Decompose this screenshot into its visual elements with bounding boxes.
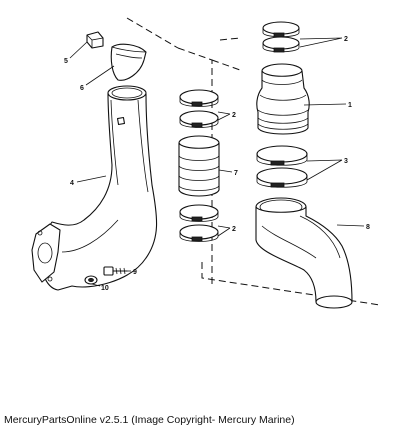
bellows-hose-part-1 — [256, 63, 310, 135]
exploded-parts-diagram: 1 2 2 2 2 3 4 5 6 7 8 9 10 — [31, 17, 381, 309]
clamp-pair-2-middle-lower — [179, 204, 219, 242]
callout-leaders — [69, 37, 365, 287]
washer-part-10 — [84, 275, 98, 285]
callout-7: 7 — [234, 170, 238, 177]
elbow-tube-part-8 — [255, 197, 353, 309]
callout-9: 9 — [133, 269, 137, 276]
callout-4: 4 — [70, 180, 74, 187]
callout-10: 10 — [101, 285, 109, 292]
callout-2-mid-lower: 2 — [232, 226, 236, 233]
callout-8: 8 — [366, 224, 370, 231]
copyright-caption: MercuryPartsOnline v2.5.1 (Image Copyrig… — [4, 414, 295, 426]
clamp-pair-3 — [256, 145, 308, 188]
flapper-part-6 — [110, 43, 147, 81]
clamp-pair-2-right — [262, 21, 300, 53]
callout-1: 1 — [348, 102, 352, 109]
callout-3: 3 — [344, 158, 348, 165]
callout-numbers: 1 2 2 2 2 3 4 5 6 7 8 9 10 — [64, 36, 370, 292]
callout-6: 6 — [80, 85, 84, 92]
screw-part-9 — [103, 266, 128, 276]
callout-2-right: 2 — [344, 36, 348, 43]
callout-2-mid-upper: 2 — [232, 112, 236, 119]
clamp-pair-2-middle-upper — [179, 89, 219, 128]
clip-part-5 — [86, 31, 104, 49]
exhaust-elbow-part-4 — [31, 85, 158, 291]
sleeve-part-7 — [178, 135, 220, 197]
callout-5: 5 — [64, 58, 68, 65]
